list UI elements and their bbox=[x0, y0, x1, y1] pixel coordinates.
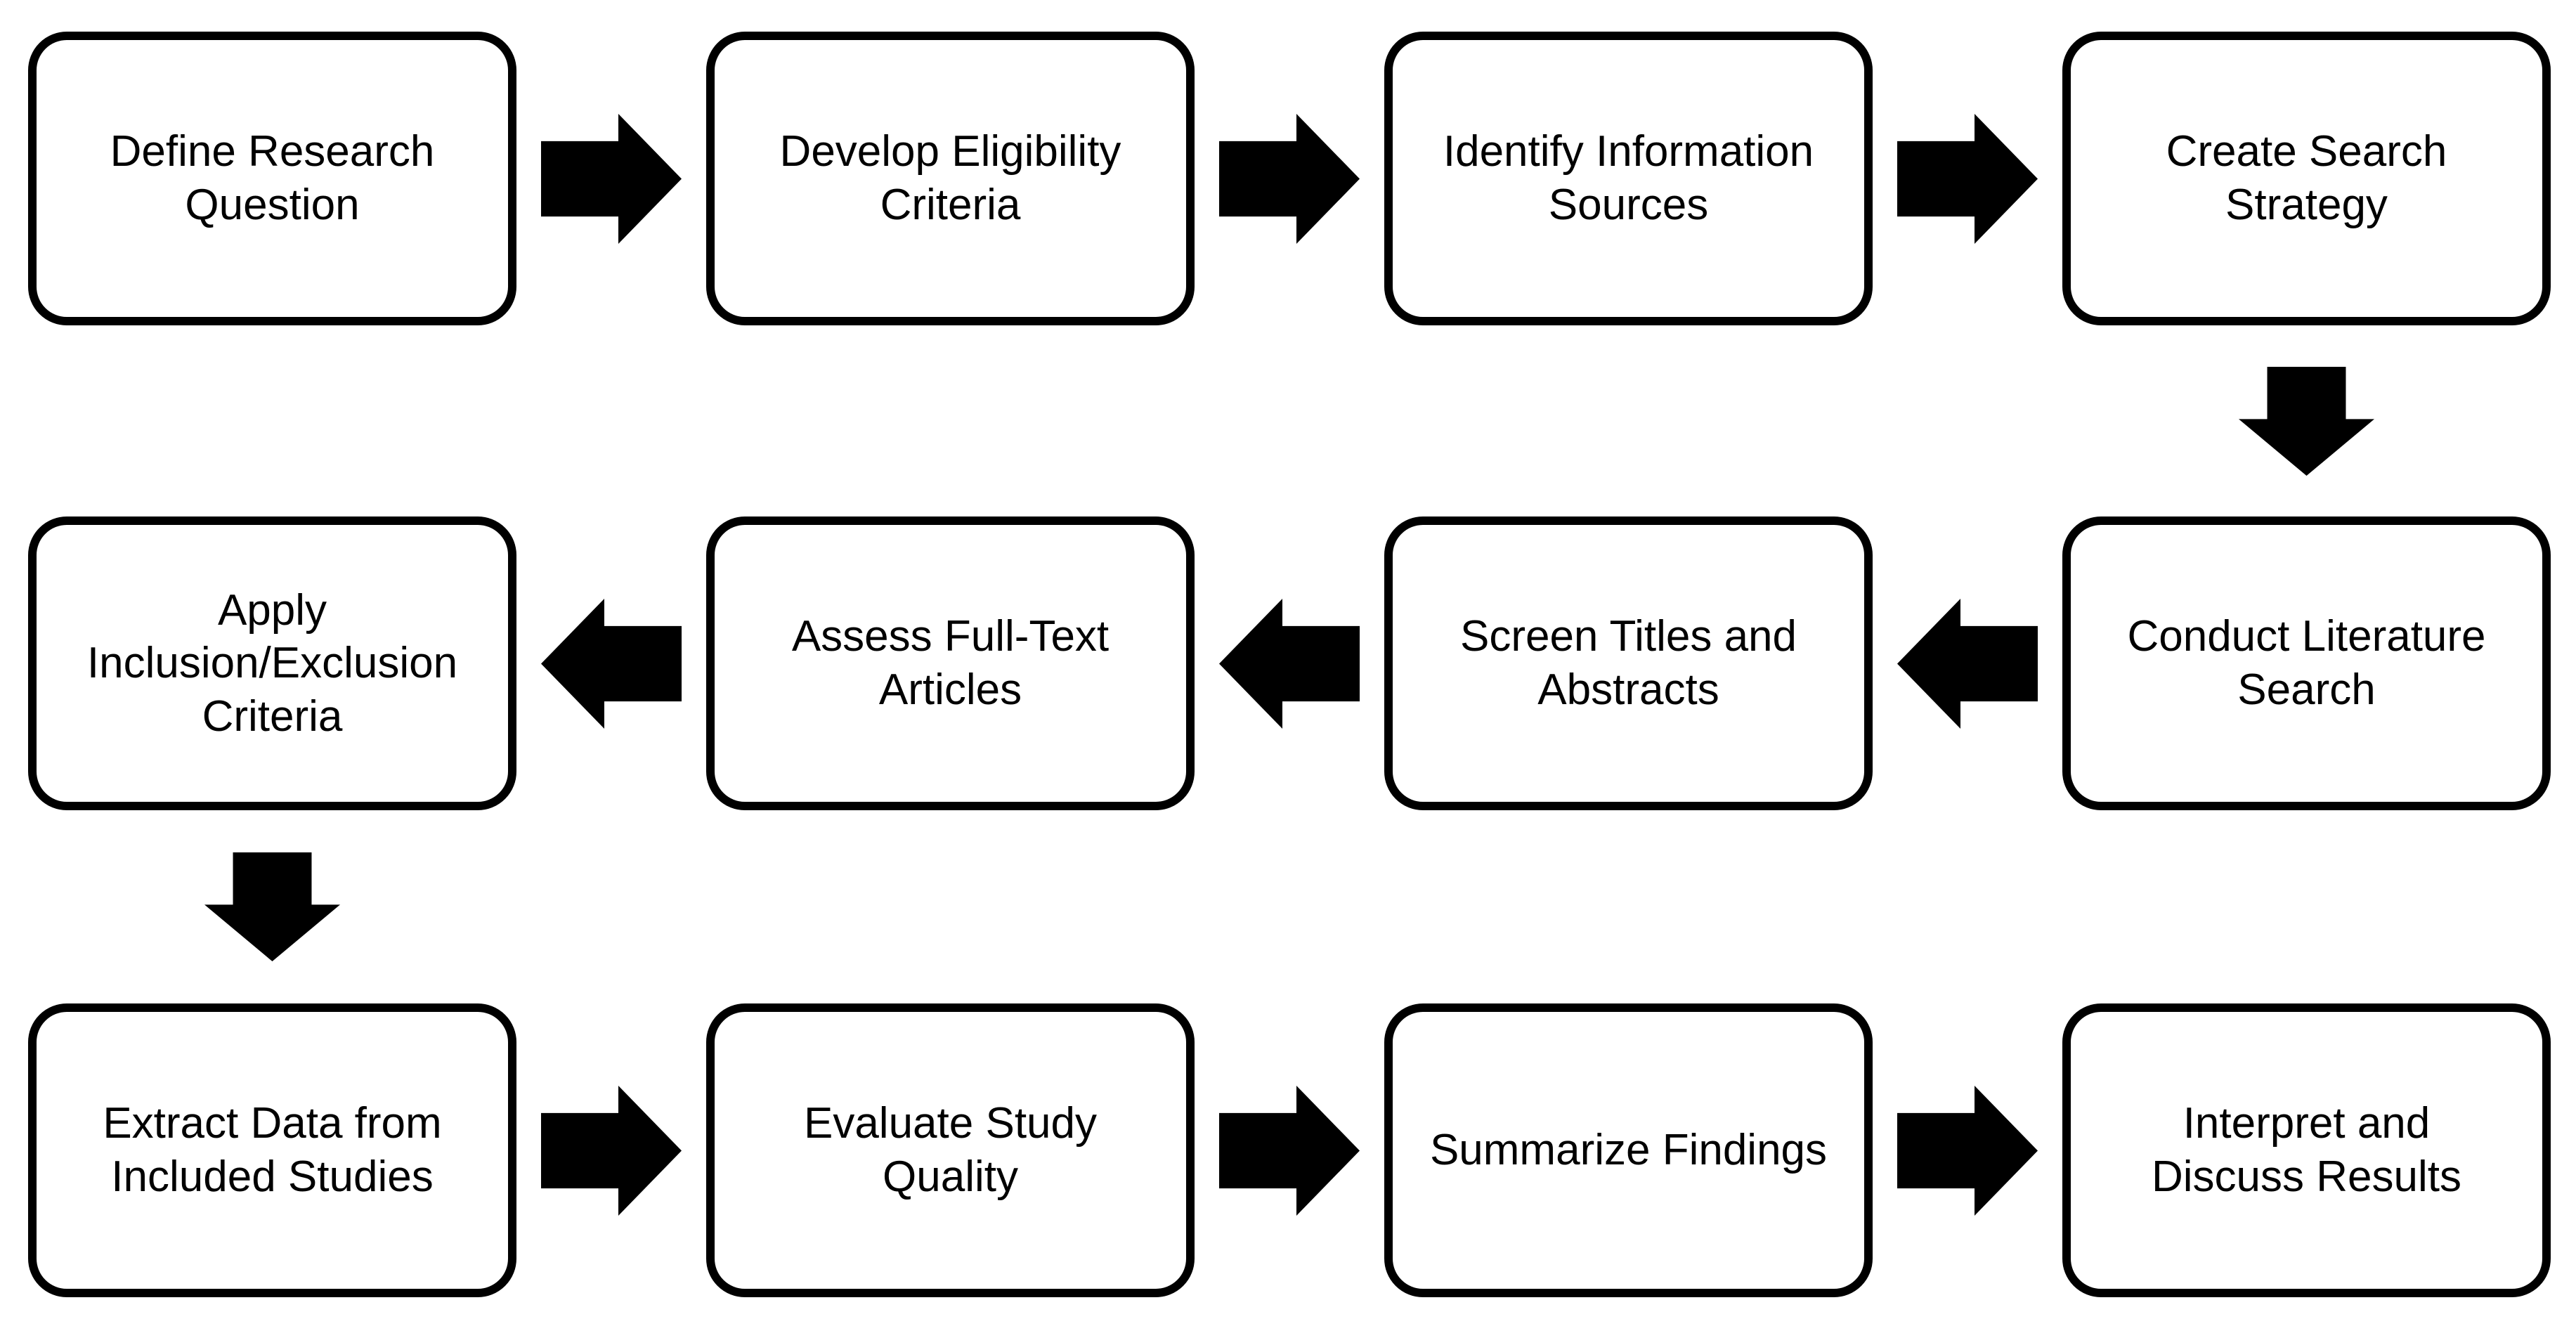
step-8-label: Apply Inclusion/Exclusion Criteria bbox=[86, 585, 458, 741]
step-5-label: Conduct Literature Search bbox=[2127, 612, 2486, 714]
right-arrow-icon bbox=[1219, 1086, 1360, 1216]
left-arrow-icon bbox=[1219, 599, 1360, 729]
step-4-label: Create Search Strategy bbox=[2166, 127, 2447, 229]
right-arrow-icon bbox=[1897, 1086, 2038, 1216]
right-arrow-icon bbox=[541, 114, 682, 244]
step-11-label: Summarize Findings bbox=[1429, 1126, 1828, 1175]
left-arrow-icon bbox=[1897, 599, 2038, 729]
step-5-box: Conduct Literature Search bbox=[2062, 516, 2551, 810]
step-3-box: Identify Information Sources bbox=[1384, 32, 1873, 325]
step-12-box: Interpret and Discuss Results bbox=[2062, 1003, 2551, 1297]
step-4-box: Create Search Strategy bbox=[2062, 32, 2551, 325]
down-arrow-icon bbox=[204, 852, 340, 961]
step-9-box: Extract Data from Included Studies bbox=[28, 1003, 516, 1297]
step-7-label: Assess Full-Text Articles bbox=[791, 612, 1110, 714]
right-arrow-icon bbox=[1219, 114, 1360, 244]
step-3-label: Identify Information Sources bbox=[1443, 127, 1814, 229]
left-arrow-icon bbox=[541, 599, 682, 729]
right-arrow-icon bbox=[1897, 114, 2038, 244]
step-11-box: Summarize Findings bbox=[1384, 1003, 1873, 1297]
right-arrow-icon bbox=[541, 1086, 682, 1216]
step-10-box: Evaluate Study Quality bbox=[706, 1003, 1195, 1297]
step-10-label: Evaluate Study Quality bbox=[803, 1099, 1098, 1201]
step-12-label: Interpret and Discuss Results bbox=[2152, 1099, 2461, 1201]
step-1-box: Define Research Question bbox=[28, 32, 516, 325]
step-6-label: Screen Titles and Abstracts bbox=[1459, 612, 1797, 714]
down-arrow-icon bbox=[2239, 367, 2374, 476]
step-7-box: Assess Full-Text Articles bbox=[706, 516, 1195, 810]
step-9-label: Extract Data from Included Studies bbox=[103, 1099, 442, 1201]
step-2-box: Develop Eligibility Criteria bbox=[706, 32, 1195, 325]
step-1-label: Define Research Question bbox=[110, 127, 435, 229]
step-8-box: Apply Inclusion/Exclusion Criteria bbox=[28, 516, 516, 810]
step-2-label: Develop Eligibility Criteria bbox=[779, 127, 1121, 229]
step-6-box: Screen Titles and Abstracts bbox=[1384, 516, 1873, 810]
